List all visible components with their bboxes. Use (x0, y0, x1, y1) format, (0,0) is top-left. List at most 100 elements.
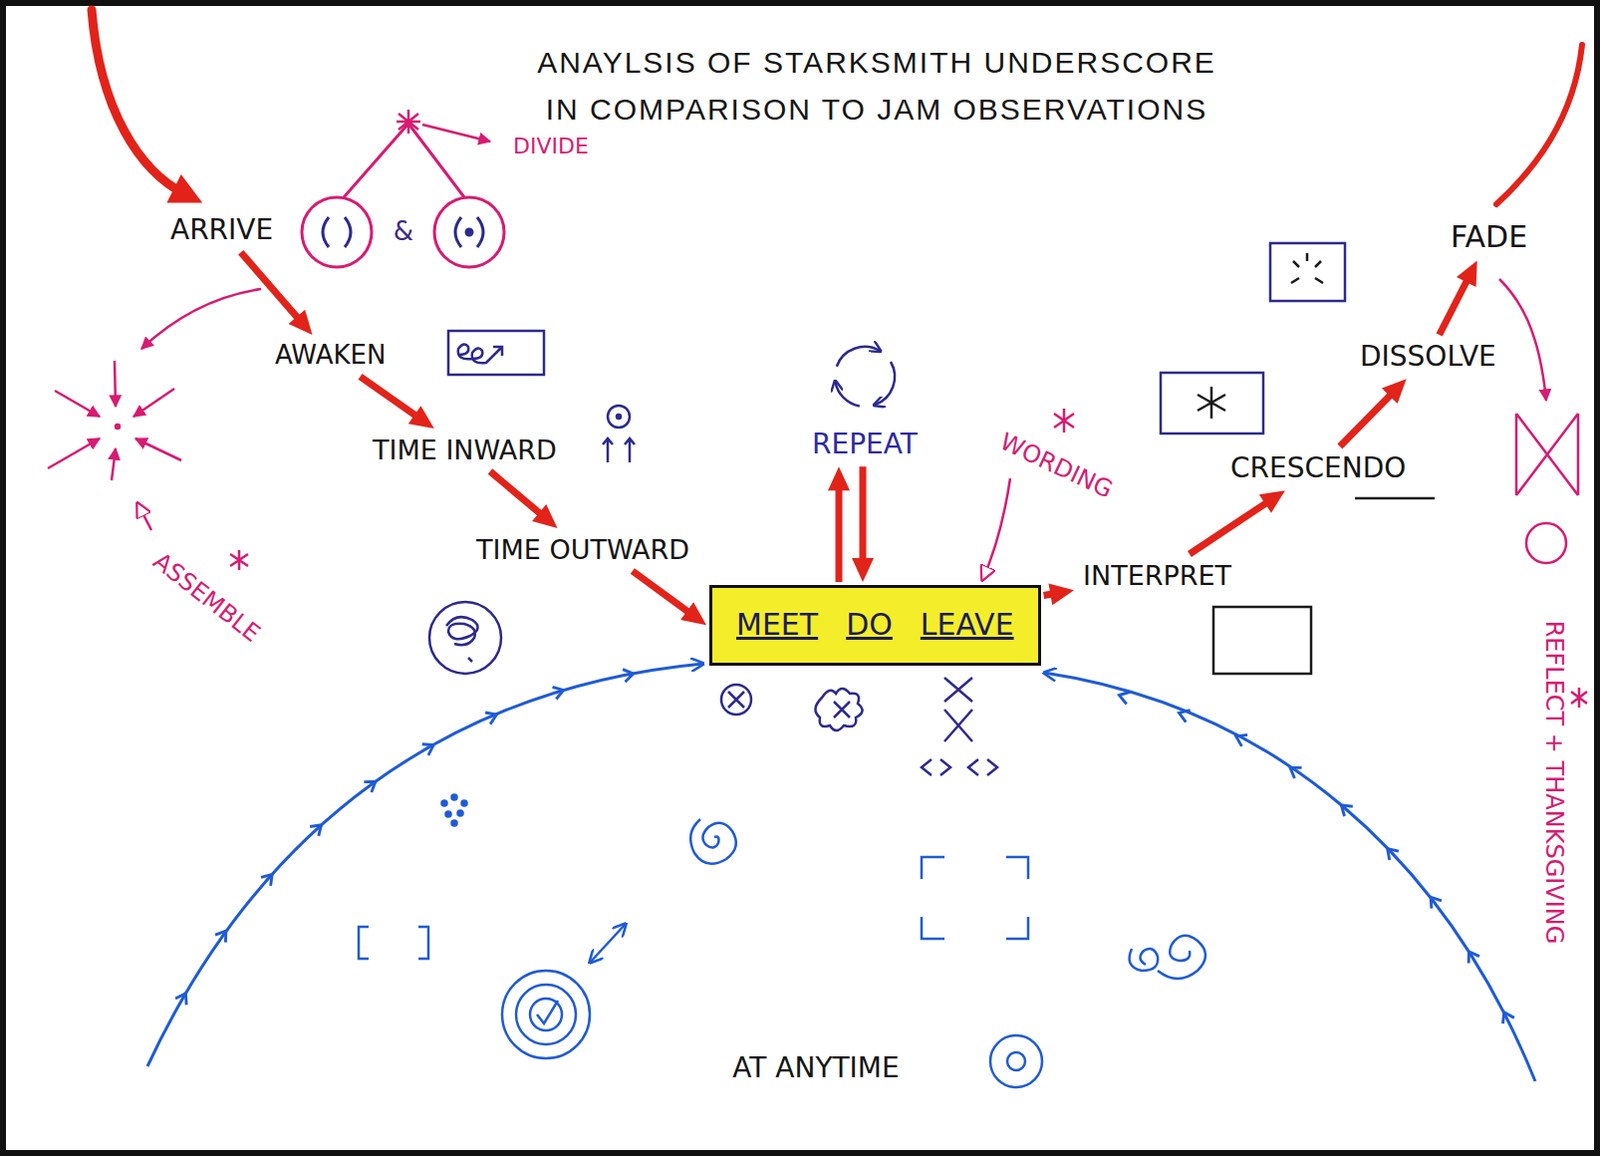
outer-circle (429, 601, 502, 674)
node-text: FADE (1450, 220, 1528, 256)
node-text: CRESCENDO (1230, 452, 1406, 485)
pink-curve-arrow (141, 288, 262, 349)
double-spiral (1129, 935, 1206, 979)
pink-circle (434, 197, 505, 267)
arrow-shaft (360, 376, 420, 419)
dot-symbol (442, 800, 448, 806)
awaken-symbol (448, 330, 544, 375)
hourglass-symbol (1516, 413, 1579, 496)
annotation-label: AT ANYTIME (730, 1052, 901, 1084)
entry-arrow (91, 9, 186, 195)
arrow-shaft (859, 466, 867, 564)
node-text: REPEAT (811, 428, 918, 461)
arrow-shaft (1339, 391, 1394, 447)
figure-symbol (602, 405, 635, 463)
flow-step: ARRIVE (164, 211, 279, 250)
arrow-shaft (490, 471, 544, 517)
up-arrows (602, 438, 635, 463)
node-text: MEET (736, 607, 818, 643)
node-text: AWAKEN (274, 340, 386, 371)
arc-chevrons (147, 663, 704, 1067)
node-text: TIME INWARD (372, 434, 557, 466)
arrow-head (1048, 583, 1074, 606)
box-symbols (1160, 243, 1435, 674)
flow-arrow (490, 471, 558, 529)
target-ring (502, 970, 590, 1059)
star-box (1160, 372, 1264, 434)
flow-step: REPEAT (805, 425, 924, 464)
flow-arrow (1044, 583, 1074, 606)
node-text: DISSOLVE (1359, 340, 1497, 373)
cycle-arc (836, 346, 880, 367)
burst-box (1270, 243, 1345, 301)
converge-arrow (111, 448, 116, 481)
leader-arrow (422, 124, 491, 142)
flow-step: TIME INWARD (366, 431, 563, 469)
divide-figure (301, 109, 505, 267)
diagram-title: ANAYLSIS OF STARKSMITH UNDERSCORE IN COM… (523, 39, 1231, 133)
converge-arrow (47, 438, 100, 469)
converge-point (115, 424, 120, 429)
dot-symbol (446, 811, 452, 817)
paren-symbol (455, 217, 484, 248)
arrow-head (827, 466, 850, 491)
corner-brackets (921, 856, 1029, 939)
flow-step: TIME OUTWARD (470, 531, 696, 568)
process-box: MEETDOLEAVE (709, 584, 1042, 666)
arrow-shaft (632, 570, 693, 615)
symbol-box (448, 330, 544, 375)
flow-step: INTERPRET (1076, 556, 1238, 594)
cycle-symbol (835, 346, 896, 407)
annotation-label: & (391, 217, 416, 248)
dot-symbol (458, 810, 464, 816)
cross-symbols (721, 677, 998, 776)
arrow-head (1381, 378, 1407, 404)
converge-arrow (114, 360, 116, 407)
leader-arrow (137, 503, 152, 531)
double-arrow (589, 923, 626, 963)
flow-arrow (851, 466, 874, 582)
blue-arc (147, 663, 704, 1067)
arrow-shaft (241, 252, 301, 321)
dot-symbol (452, 795, 458, 800)
cross-mark (833, 701, 850, 718)
cross-stack (944, 677, 973, 742)
circled-cross (721, 684, 752, 715)
scribble-symbol (458, 343, 503, 363)
arrow-head (851, 557, 874, 582)
node-text: ARRIVE (170, 214, 273, 247)
flow-step: AWAKEN (268, 337, 392, 374)
flow-arrow (241, 252, 313, 335)
anytime-arcs (147, 663, 1536, 1081)
node-text: DO (845, 607, 893, 643)
divide-branch (343, 123, 465, 198)
cycle-arc (835, 381, 860, 406)
exit-stroke (1496, 44, 1583, 205)
burst-lines (1291, 253, 1324, 283)
arrow-head (408, 405, 435, 429)
asterisk-mark (396, 109, 421, 134)
arc-chevrons (1044, 672, 1536, 1081)
annotation-label: ASSEMBLE (146, 546, 267, 650)
flow-step: CRESCENDO (1224, 449, 1412, 488)
dot-symbol (616, 414, 621, 419)
arrow-head (532, 504, 557, 529)
dot-symbol (462, 800, 468, 806)
target-ring (530, 998, 562, 1031)
chevron-pairs (921, 759, 998, 776)
flow-arrow (632, 570, 707, 625)
check-mark (536, 1000, 558, 1024)
flow-arrow (360, 376, 435, 429)
blue-symbols (358, 795, 1206, 1088)
scribble-circle (429, 601, 502, 674)
empty-box (1213, 606, 1312, 674)
converge-arrow (133, 388, 175, 417)
cross-mark (728, 691, 745, 708)
annotation-label: WORDING (993, 427, 1118, 506)
arrow-head (680, 601, 707, 625)
arrow-head (1456, 261, 1478, 287)
converge-arrow (54, 390, 100, 417)
